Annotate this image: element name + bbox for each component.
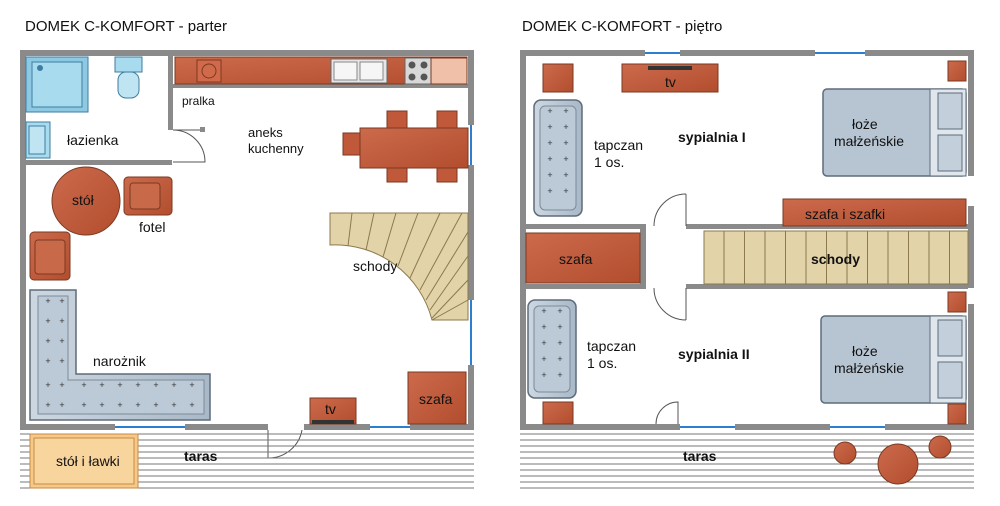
svg-text:+: +: [59, 336, 64, 346]
svg-text:+: +: [45, 400, 50, 410]
svg-text:+: +: [557, 354, 562, 364]
bathroom-label: łazienka: [67, 132, 119, 148]
table-label: stół: [72, 192, 94, 208]
bed1-label-line2: małżeńskie: [834, 133, 905, 149]
svg-text:+: +: [563, 170, 568, 180]
svg-text:+: +: [189, 400, 194, 410]
svg-text:+: +: [45, 316, 50, 326]
svg-text:+: +: [541, 322, 546, 332]
svg-text:+: +: [99, 400, 104, 410]
svg-text:+: +: [171, 400, 176, 410]
svg-text:+: +: [59, 356, 64, 366]
svg-text:+: +: [135, 380, 140, 390]
tv-label: tv: [325, 401, 336, 417]
svg-text:+: +: [563, 106, 568, 116]
svg-text:+: +: [541, 338, 546, 348]
upper-stairs-label: schody: [811, 251, 861, 267]
first-floor-title: DOMEK C-KOMFORT - piętro: [522, 18, 723, 35]
bedroom1-label: sypialnia I: [678, 129, 746, 145]
svg-text:+: +: [563, 138, 568, 148]
svg-text:+: +: [189, 380, 194, 390]
svg-text:+: +: [45, 296, 50, 306]
svg-text:+: +: [59, 400, 64, 410]
svg-text:+: +: [59, 380, 64, 390]
svg-text:+: +: [547, 186, 552, 196]
upper-tv-label: tv: [665, 74, 676, 90]
armchair-label: fotel: [139, 219, 166, 235]
bed2-label-line1: łoże: [852, 343, 878, 359]
bed2-label-line2: małżeńskie: [834, 360, 905, 376]
svg-text:+: +: [547, 154, 552, 164]
svg-text:+: +: [557, 338, 562, 348]
svg-text:+: +: [563, 186, 568, 196]
svg-text:+: +: [541, 306, 546, 316]
svg-text:+: +: [117, 400, 122, 410]
svg-text:+: +: [557, 306, 562, 316]
corner-sofa-label: narożnik: [93, 353, 146, 369]
sofa2-label-line2: 1 os.: [587, 355, 618, 371]
upper-wardrobe-label: szafa: [559, 251, 593, 267]
sofa1-label-line1: tapczan: [594, 137, 644, 153]
svg-text:+: +: [563, 122, 568, 132]
wardrobe-label: szafa: [419, 391, 453, 407]
kitchen-label-line2: kuchenny: [248, 141, 304, 156]
svg-text:+: +: [563, 154, 568, 164]
bedroom2-label: sypialnia II: [678, 346, 750, 362]
kitchen-label-line1: aneks: [248, 125, 283, 140]
svg-text:+: +: [59, 296, 64, 306]
svg-text:+: +: [45, 336, 50, 346]
svg-text:+: +: [547, 122, 552, 132]
laundry-label: pralka: [182, 94, 215, 108]
svg-text:+: +: [547, 138, 552, 148]
svg-text:+: +: [99, 380, 104, 390]
svg-text:+: +: [153, 400, 158, 410]
svg-text:+: +: [541, 370, 546, 380]
svg-text:+: +: [45, 380, 50, 390]
svg-text:+: +: [171, 380, 176, 390]
terrace-table-label: stół i ławki: [56, 453, 120, 469]
svg-text:+: +: [81, 400, 86, 410]
sofa1-label-line2: 1 os.: [594, 154, 625, 170]
svg-text:+: +: [81, 380, 86, 390]
stairs-label: schody: [353, 258, 398, 274]
first-floor-plan: + + + + + + + + + + + + + + + + + + + + + +: [520, 50, 974, 489]
svg-text:+: +: [547, 170, 552, 180]
wardrobe-cabinets-label: szafa i szafki: [805, 206, 886, 222]
svg-text:+: +: [45, 356, 50, 366]
svg-text:+: +: [557, 370, 562, 380]
svg-text:+: +: [547, 106, 552, 116]
svg-text:+: +: [541, 354, 546, 364]
bed1-label-line1: łoże: [852, 116, 878, 132]
svg-text:+: +: [153, 380, 158, 390]
terrace-label: taras: [184, 448, 218, 464]
sofa2-label-line1: tapczan: [587, 338, 637, 354]
ground-floor-title: DOMEK C-KOMFORT - parter: [25, 18, 227, 35]
svg-text:+: +: [135, 400, 140, 410]
svg-text:+: +: [59, 316, 64, 326]
svg-text:+: +: [557, 322, 562, 332]
svg-text:+: +: [117, 380, 122, 390]
upper-terrace-label: taras: [683, 448, 717, 464]
ground-floor-plan: + + + + + + + + + + + + + + + + + + + + + + + + + +: [20, 50, 474, 489]
